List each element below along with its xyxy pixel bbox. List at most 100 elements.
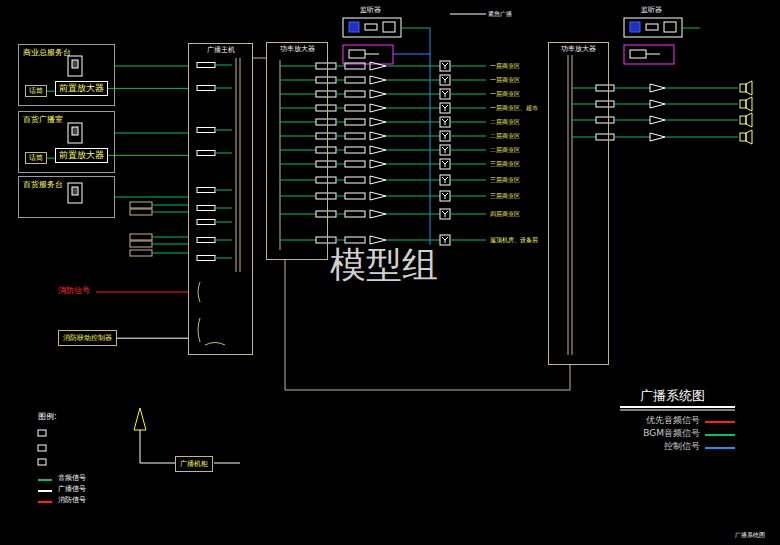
device-symbol bbox=[383, 22, 395, 32]
node-text: 百货服务台 bbox=[23, 180, 110, 190]
zone-label: 二层商业区 bbox=[490, 118, 520, 125]
arrow-symbol bbox=[134, 408, 146, 430]
equipment-box: 百货服务台 bbox=[18, 176, 115, 218]
wire bbox=[450, 240, 486, 241]
wire bbox=[386, 108, 440, 109]
device-symbol bbox=[624, 18, 682, 37]
device-symbol bbox=[740, 133, 746, 141]
device-symbol bbox=[345, 147, 365, 153]
wire bbox=[450, 180, 486, 181]
device-symbol bbox=[72, 127, 78, 135]
zone-label: 三层商业区 bbox=[490, 160, 520, 167]
wire bbox=[620, 406, 735, 408]
wire bbox=[280, 60, 281, 250]
device-symbol bbox=[197, 63, 215, 68]
wire bbox=[280, 150, 316, 151]
wire bbox=[450, 14, 486, 15]
wire bbox=[280, 108, 316, 109]
wire bbox=[386, 240, 440, 241]
node-text: 前置放大器 bbox=[59, 83, 104, 94]
device-symbol bbox=[197, 86, 215, 91]
zone-label: 一层商业区 bbox=[490, 76, 520, 83]
device-symbol bbox=[440, 209, 450, 219]
device-symbol bbox=[72, 187, 78, 195]
amplifier-symbol bbox=[746, 130, 752, 144]
amplifier-symbol bbox=[370, 76, 386, 84]
device-symbol bbox=[740, 100, 746, 108]
device-symbol bbox=[349, 50, 365, 58]
signal-name: 紧急广播 bbox=[488, 10, 512, 17]
wire bbox=[386, 66, 440, 67]
wire bbox=[393, 54, 430, 55]
wire bbox=[386, 136, 440, 137]
wire bbox=[214, 463, 240, 464]
wire bbox=[665, 104, 738, 105]
device-symbol bbox=[345, 237, 365, 243]
node-text: 百货广播室 bbox=[23, 115, 110, 125]
device-symbol bbox=[440, 145, 450, 155]
amplifier-symbol bbox=[370, 176, 386, 184]
wire bbox=[240, 58, 241, 272]
wire bbox=[280, 214, 316, 215]
device-symbol bbox=[596, 134, 614, 140]
device-symbol bbox=[345, 77, 365, 83]
wire bbox=[450, 214, 486, 215]
device-label: 监听器 bbox=[360, 6, 381, 14]
equipment-box: 功率放大器 bbox=[266, 42, 328, 260]
wire bbox=[215, 208, 232, 209]
wire bbox=[386, 164, 440, 165]
bracket bbox=[198, 282, 225, 345]
wire bbox=[401, 28, 430, 29]
device-symbol bbox=[345, 63, 365, 69]
device-symbol bbox=[316, 161, 336, 167]
device-symbol bbox=[38, 430, 46, 436]
node-text: 功率放大器 bbox=[552, 45, 605, 53]
device-box: 前置放大器 bbox=[55, 148, 108, 163]
amplifier-symbol bbox=[650, 100, 665, 108]
node-text: 话筒 bbox=[29, 154, 43, 162]
wire bbox=[386, 80, 440, 81]
splitter-symbol bbox=[442, 119, 448, 125]
zone-label: 四层商业区 bbox=[490, 210, 520, 217]
wire bbox=[386, 94, 440, 95]
wire bbox=[152, 212, 188, 213]
device-symbol bbox=[440, 89, 450, 99]
device-symbol bbox=[316, 237, 336, 243]
wire bbox=[386, 122, 440, 123]
signal-line bbox=[253, 58, 266, 59]
device-symbol bbox=[316, 77, 336, 83]
signal-name: 消防信号 bbox=[58, 286, 90, 296]
legend-text: 消防信号 bbox=[58, 496, 86, 504]
device-symbol bbox=[316, 177, 336, 183]
splitter-symbol bbox=[442, 237, 448, 243]
device-symbol bbox=[130, 241, 152, 247]
wire bbox=[215, 153, 232, 154]
splitter-symbol bbox=[442, 211, 448, 217]
device-symbol bbox=[130, 202, 152, 208]
wire bbox=[450, 122, 486, 123]
device-symbol bbox=[197, 188, 215, 193]
wire bbox=[336, 180, 345, 181]
wire bbox=[215, 65, 232, 66]
wire bbox=[386, 214, 440, 215]
wire bbox=[115, 133, 188, 134]
amplifier-symbol bbox=[370, 118, 386, 126]
device-symbol bbox=[345, 119, 365, 125]
wire bbox=[665, 120, 738, 121]
device-box: 前置放大器 bbox=[55, 81, 108, 96]
zone-label: 三层商业区 bbox=[490, 176, 520, 183]
splitter-symbol bbox=[442, 161, 448, 167]
wire bbox=[614, 104, 650, 105]
wire bbox=[215, 88, 232, 89]
wire bbox=[280, 164, 316, 165]
splitter-symbol bbox=[442, 77, 448, 83]
wire bbox=[450, 94, 486, 95]
device-symbol bbox=[664, 22, 676, 32]
amplifier-symbol bbox=[650, 116, 665, 124]
wire bbox=[572, 55, 573, 355]
wire bbox=[568, 55, 569, 355]
device-symbol bbox=[345, 91, 365, 97]
wire bbox=[450, 164, 486, 165]
device-symbol bbox=[440, 131, 450, 141]
